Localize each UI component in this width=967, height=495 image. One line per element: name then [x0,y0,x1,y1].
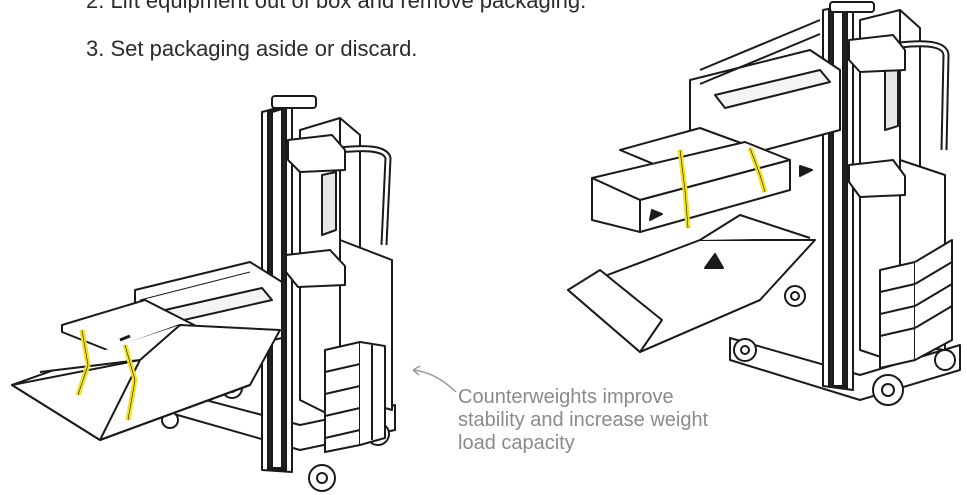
counterweight-caption: Counterweights improve stability and inc… [458,386,838,455]
caption-line-1: Counterweights improve [458,386,674,408]
counterweight-stack [324,341,386,453]
callout-arrow [412,369,457,393]
right-lift-illustration [567,1,961,406]
caption-line-3: load capacity [458,432,575,454]
instruction-step-3: 3. Set packaging aside or discard. [86,36,418,61]
instruction-step-2: 2. Lift equipment out of box and remove … [86,0,587,13]
caption-line-2: stability and increase weight [458,409,709,431]
left-lift-illustration [11,95,396,492]
